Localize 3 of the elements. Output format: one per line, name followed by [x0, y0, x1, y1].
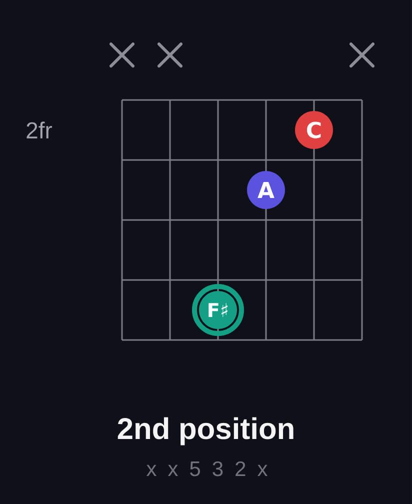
fret-number: 2fr: [26, 122, 52, 138]
title: 2nd position: [118, 417, 294, 446]
caption: x x 5 3 2 x: [146, 461, 268, 476]
